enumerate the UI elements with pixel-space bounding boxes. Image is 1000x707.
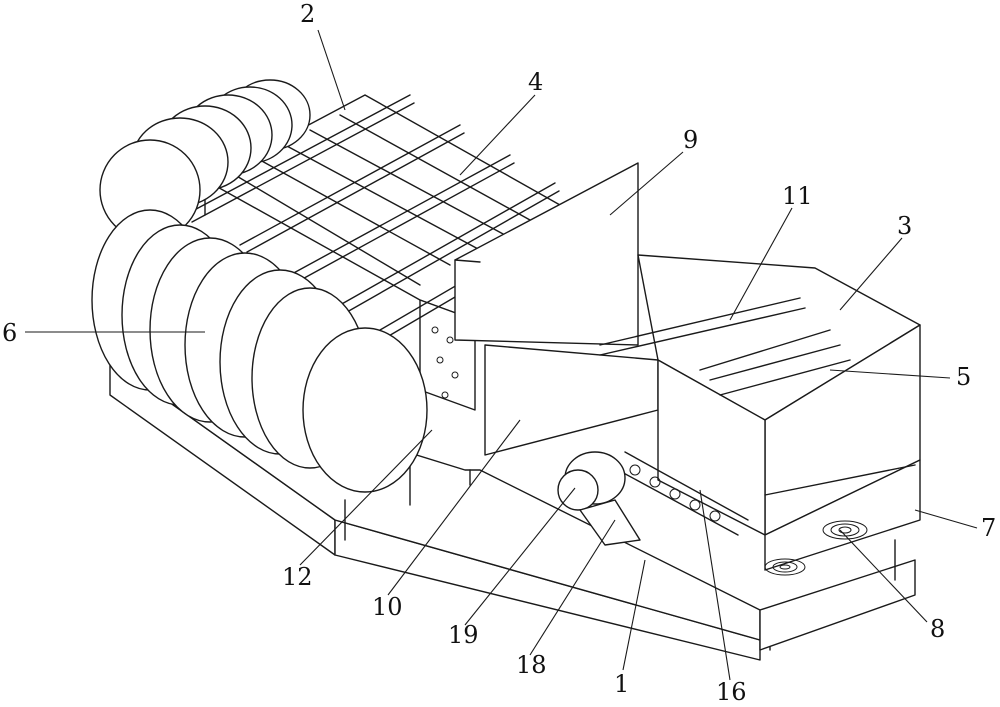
disc-rollers-front [91,209,428,493]
belt-conveyor [617,451,749,536]
callout-12: 12 [282,563,313,591]
callout-2: 2 [300,0,315,28]
sorting-box [599,254,921,536]
callout-3: 3 [897,212,912,240]
motor-assembly [557,451,641,546]
spring-bay [764,459,921,576]
disc-rollers-back [99,79,311,241]
callout-7: 7 [981,514,996,542]
callout-18: 18 [516,651,547,679]
callout-4: 4 [528,68,543,96]
callout-19: 19 [448,621,479,649]
callout-5: 5 [956,363,971,391]
callout-9: 9 [683,126,698,154]
callout-6: 6 [2,319,17,347]
callout-11: 11 [782,182,813,210]
callout-10: 10 [372,593,403,621]
callout-1: 1 [614,670,629,698]
leader-lines [25,29,978,681]
callout-16: 16 [716,678,747,706]
callout-8: 8 [930,615,945,643]
